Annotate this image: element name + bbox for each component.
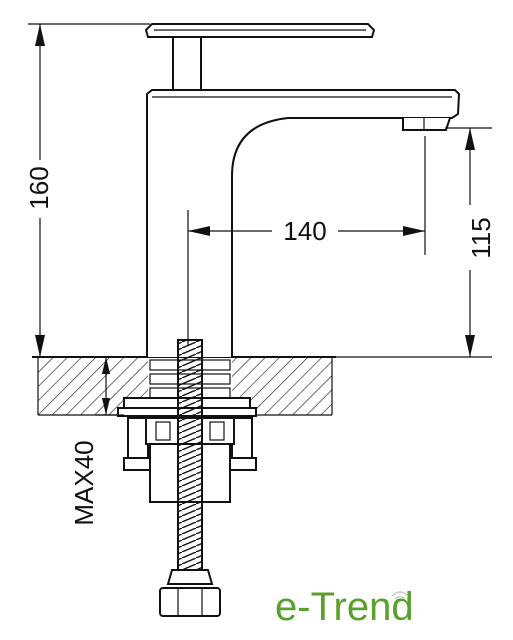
faucet-lever: [144, 23, 376, 91]
wifi-icon: [391, 591, 409, 600]
dimension-height-total: 160: [24, 23, 150, 357]
dimension-spout-reach: 140: [188, 136, 426, 255]
e-trend-logo: e-Trend: [275, 585, 414, 629]
dimension-max-deck-thickness: MAX40: [69, 357, 124, 526]
dimension-label-115: 115: [466, 217, 496, 258]
dimension-label-140: 140: [283, 216, 326, 246]
threaded-rod: [159, 339, 221, 617]
dimension-label-160: 160: [24, 166, 54, 209]
dimension-spout-height: 115: [336, 127, 496, 358]
dimension-label-max40: MAX40: [69, 440, 99, 525]
logo-text: e-Trend: [275, 585, 414, 629]
faucet-body: [146, 89, 461, 357]
